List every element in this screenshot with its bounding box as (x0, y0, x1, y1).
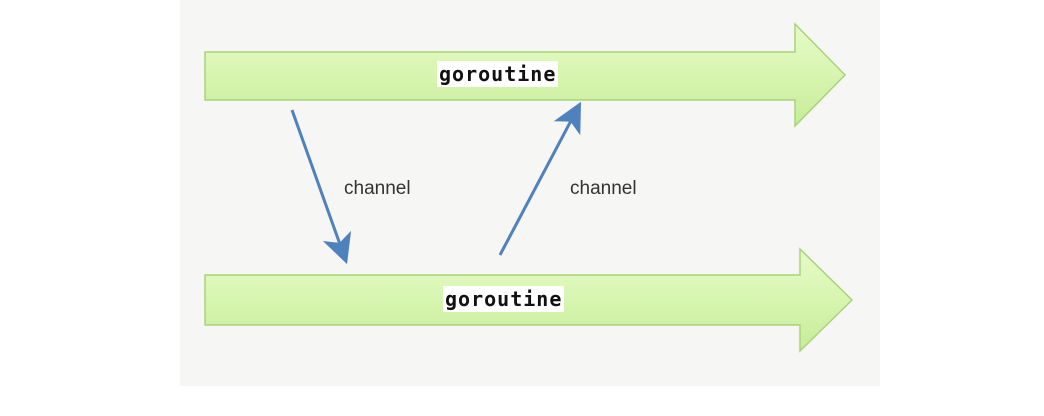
bottom-goroutine-label: goroutine (443, 286, 565, 312)
channel-up-label: channel (570, 178, 637, 199)
channel-down-label: channel (344, 178, 411, 199)
channel-up-arrow (498, 101, 582, 256)
channel-down-arrow (290, 109, 352, 265)
top-goroutine-label: goroutine (437, 61, 559, 87)
